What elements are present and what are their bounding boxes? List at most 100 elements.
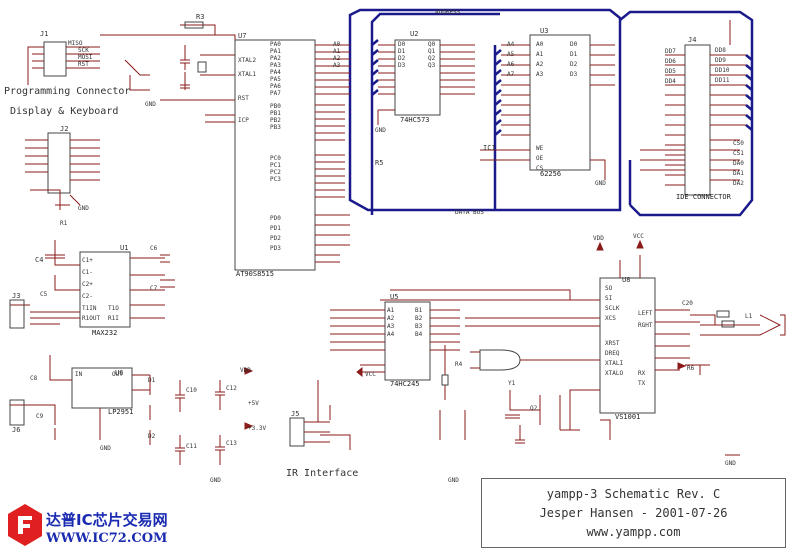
ide-connector-label: IDE CONNECTOR [676, 193, 731, 201]
svg-text:R4: R4 [455, 361, 463, 368]
svg-text:C4: C4 [35, 256, 43, 264]
latch-part-label: 74HC573 [400, 116, 430, 124]
svg-text:D1: D1 [398, 48, 406, 55]
svg-text:C2+: C2+ [82, 281, 93, 288]
title-block: yampp-3 Schematic Rev. C Jesper Hansen -… [481, 478, 786, 548]
svg-text:DD11: DD11 [715, 77, 730, 84]
svg-text:Q1: Q1 [428, 48, 436, 55]
svg-text:DA1: DA1 [733, 170, 744, 177]
svg-text:A2: A2 [333, 55, 341, 62]
svg-text:XTALO: XTALO [605, 370, 623, 377]
svg-text:D3: D3 [398, 62, 406, 69]
svg-text:SI: SI [605, 295, 613, 302]
svg-text:VCC: VCC [633, 233, 644, 240]
regulator-part-label: LP2951 [108, 408, 134, 416]
svg-text:C9: C9 [36, 413, 44, 420]
svg-text:A1: A1 [387, 307, 395, 314]
svg-text:U2: U2 [410, 30, 418, 38]
svg-text:GND: GND [145, 101, 156, 108]
svg-text:B1: B1 [415, 307, 423, 314]
svg-text:IC1: IC1 [483, 144, 496, 152]
svg-text:A3: A3 [536, 71, 544, 78]
svg-text:A3: A3 [333, 62, 341, 69]
svg-text:PC2: PC2 [270, 169, 281, 176]
svg-text:U1: U1 [120, 244, 128, 252]
svg-text:J4: J4 [688, 36, 696, 44]
svg-text:XRST: XRST [605, 340, 620, 347]
svg-text:D2: D2 [570, 61, 578, 68]
svg-text:OE: OE [536, 155, 544, 162]
svg-text:SO: SO [605, 285, 613, 292]
svg-text:PA3: PA3 [270, 62, 281, 69]
svg-text:A4: A4 [507, 41, 515, 48]
svg-text:J3: J3 [12, 292, 20, 300]
svg-text:A5: A5 [507, 51, 515, 58]
svg-text:WE: WE [536, 145, 544, 152]
svg-text:A7: A7 [507, 71, 515, 78]
svg-text:PD1: PD1 [270, 225, 281, 232]
svg-text:PA1: PA1 [270, 48, 281, 55]
svg-text:RGHT: RGHT [638, 322, 653, 329]
svg-text:PA6: PA6 [270, 83, 281, 90]
logo-mark-icon [8, 504, 42, 546]
svg-text:R5: R5 [375, 159, 383, 167]
svg-text:GND: GND [725, 460, 736, 467]
svg-text:J6: J6 [12, 426, 20, 434]
svg-text:D0: D0 [570, 41, 578, 48]
svg-text:SCLK: SCLK [605, 305, 620, 312]
sram-part-label: 62256 [540, 170, 562, 178]
svg-text:C12: C12 [226, 385, 237, 392]
svg-text:VDD: VDD [593, 235, 604, 242]
svg-text:DD10: DD10 [715, 67, 730, 74]
svg-text:U6: U6 [115, 369, 123, 377]
reference-designators: J1 R3 U7 U2 U3 J4 J2 U1 C4 U6 U5 U8 J5 J… [12, 13, 696, 434]
svg-text:GND: GND [595, 180, 606, 187]
svg-text:C1-: C1- [82, 269, 93, 276]
svg-text:C11: C11 [186, 443, 197, 450]
svg-text:A1: A1 [333, 48, 341, 55]
svg-text:DD6: DD6 [665, 58, 676, 65]
svg-text:C13: C13 [226, 440, 237, 447]
svg-text:R3: R3 [196, 13, 204, 21]
svg-text:D1: D1 [570, 51, 578, 58]
svg-text:U3: U3 [540, 27, 548, 35]
svg-text:J1: J1 [40, 30, 48, 38]
svg-text:A1: A1 [536, 51, 544, 58]
svg-text:J2: J2 [60, 125, 68, 133]
svg-text:VDD: VDD [240, 367, 251, 374]
svg-text:XCS: XCS [605, 315, 616, 322]
svg-text:U5: U5 [390, 293, 398, 301]
svg-text:Q2: Q2 [428, 55, 436, 62]
svg-text:DREQ: DREQ [605, 350, 620, 357]
svg-text:U7: U7 [238, 32, 246, 40]
svg-text:C20: C20 [682, 300, 693, 307]
svg-text:PA0: PA0 [270, 41, 281, 48]
svg-text:R6: R6 [687, 365, 695, 372]
svg-text:PA5: PA5 [270, 76, 281, 83]
buffer-part-label: 74HC245 [390, 380, 420, 388]
decoder-part-label: VS1001 [615, 413, 641, 421]
svg-text:TX: TX [638, 380, 646, 387]
svg-text:A0: A0 [333, 41, 341, 48]
svg-text:GND: GND [375, 127, 386, 134]
svg-text:PB3: PB3 [270, 124, 281, 131]
svg-text:DD7: DD7 [665, 48, 676, 55]
svg-text:C2-: C2- [82, 293, 93, 300]
svg-text:Q0: Q0 [428, 41, 436, 48]
svg-text:DA2: DA2 [733, 180, 744, 187]
svg-text:R1OUT: R1OUT [82, 315, 100, 322]
svg-text:CS1: CS1 [733, 150, 744, 157]
data-bus [348, 8, 754, 217]
svg-text:PC0: PC0 [270, 155, 281, 162]
wires [9, 20, 786, 465]
svg-text:VCC: VCC [365, 371, 376, 378]
pin-labels: MISO SCK MOSI RST PA0 PA1 PA2 PA3 PA4 PA… [30, 9, 753, 484]
svg-text:R1I: R1I [108, 315, 119, 322]
svg-text:DATA BUS: DATA BUS [455, 209, 484, 216]
svg-text:A2: A2 [387, 315, 395, 322]
svg-text:B2: B2 [415, 315, 423, 322]
svg-text:LEFT: LEFT [638, 310, 653, 317]
svg-text:GND: GND [100, 445, 111, 452]
svg-text:A6: A6 [507, 61, 515, 68]
title-line-3: www.yampp.com [586, 525, 681, 539]
